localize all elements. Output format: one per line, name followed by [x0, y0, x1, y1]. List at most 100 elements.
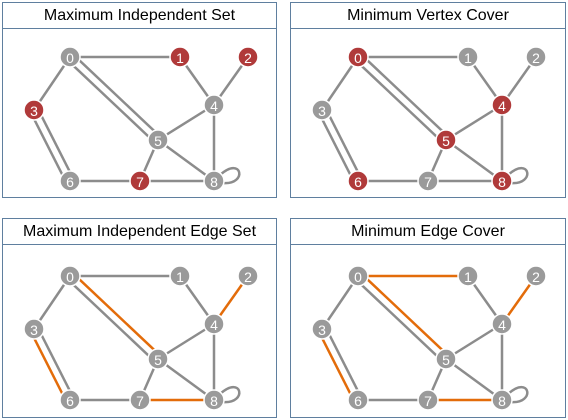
- node-4: 4: [491, 94, 513, 116]
- node-circle: [203, 313, 225, 335]
- node-1: 1: [457, 46, 479, 68]
- node-7: 7: [129, 389, 151, 411]
- node-circle: [491, 313, 513, 335]
- edge-3-6a: [324, 326, 363, 399]
- node-circle: [23, 318, 45, 340]
- node-label: 4: [498, 317, 506, 333]
- node-circle: [59, 265, 81, 287]
- edge-3-6a: [324, 107, 363, 180]
- node-6: 6: [59, 389, 81, 411]
- edge-4-5: [445, 322, 503, 361]
- node-circle: [347, 46, 369, 68]
- node-label: 3: [30, 103, 38, 119]
- node-label: 6: [66, 174, 74, 190]
- node-7: 7: [129, 170, 151, 192]
- edge-0-5b: [354, 278, 445, 363]
- edge-8-8: [507, 386, 529, 404]
- node-label: 4: [210, 98, 218, 114]
- edge-4-5: [157, 103, 215, 142]
- node-label: 6: [354, 174, 362, 190]
- node-label: 6: [66, 393, 74, 409]
- panel-title: Maximum Independent Edge Set: [3, 219, 276, 245]
- node-label: 2: [244, 269, 252, 285]
- edge-0-5a: [359, 53, 450, 138]
- node-label: 0: [66, 269, 74, 285]
- edge-8-8: [507, 167, 529, 185]
- node-2: 2: [525, 265, 547, 287]
- panel-title: Minimum Edge Cover: [291, 219, 565, 245]
- node-3: 3: [311, 318, 333, 340]
- edge-4-5: [157, 322, 215, 361]
- node-circle: [347, 170, 369, 192]
- node-circle: [203, 170, 225, 192]
- node-circle: [347, 389, 369, 411]
- node-circle: [311, 99, 333, 121]
- node-8: 8: [203, 170, 225, 192]
- graph: 0 1 2 3 4 5 6 7 8: [23, 265, 259, 411]
- node-4: 4: [203, 313, 225, 335]
- edge-0-5b: [66, 59, 157, 144]
- node-label: 0: [354, 50, 362, 66]
- node-8: 8: [491, 170, 513, 192]
- node-label: 1: [464, 50, 472, 66]
- node-label: 3: [318, 103, 326, 119]
- node-label: 8: [210, 174, 218, 190]
- node-circle: [435, 129, 457, 151]
- node-label: 8: [210, 393, 218, 409]
- node-label: 5: [154, 133, 162, 149]
- node-label: 3: [30, 322, 38, 338]
- node-circle: [147, 348, 169, 370]
- node-label: 1: [464, 269, 472, 285]
- panel-maximum-independent-set: Maximum Independent Set 0 1 2 3 4 5 6 7 8: [2, 2, 277, 198]
- node-circle: [491, 389, 513, 411]
- node-circle: [491, 170, 513, 192]
- node-0: 0: [59, 265, 81, 287]
- node-7: 7: [417, 389, 439, 411]
- node-circle: [417, 170, 439, 192]
- edge-0-5a: [71, 53, 162, 138]
- node-circle: [59, 389, 81, 411]
- node-label: 7: [136, 174, 144, 190]
- node-label: 7: [424, 393, 432, 409]
- node-5: 5: [435, 348, 457, 370]
- node-circle: [169, 265, 191, 287]
- edge-3-6b: [29, 111, 68, 184]
- node-1: 1: [169, 46, 191, 68]
- node-6: 6: [59, 170, 81, 192]
- node-label: 3: [318, 322, 326, 338]
- node-circle: [129, 170, 151, 192]
- node-label: 0: [66, 50, 74, 66]
- edge-3-6b: [29, 330, 68, 403]
- edge-8-8: [219, 386, 241, 404]
- node-circle: [457, 265, 479, 287]
- node-3: 3: [23, 99, 45, 121]
- node-0: 0: [59, 46, 81, 68]
- node-label: 2: [532, 269, 540, 285]
- node-5: 5: [147, 348, 169, 370]
- node-circle: [525, 265, 547, 287]
- edge-8-8: [219, 167, 241, 185]
- node-label: 5: [442, 133, 450, 149]
- node-label: 4: [210, 317, 218, 333]
- node-7: 7: [417, 170, 439, 192]
- panel-title: Minimum Vertex Cover: [291, 3, 565, 29]
- node-2: 2: [237, 46, 259, 68]
- node-circle: [237, 46, 259, 68]
- node-circle: [169, 46, 191, 68]
- node-label: 2: [244, 50, 252, 66]
- node-circle: [435, 348, 457, 370]
- node-label: 8: [498, 174, 506, 190]
- edge-5-8: [445, 357, 503, 402]
- edge-5-8: [445, 138, 503, 183]
- node-1: 1: [169, 265, 191, 287]
- edge-4-5: [445, 103, 503, 142]
- edge-5-8: [157, 357, 215, 402]
- node-1: 1: [457, 265, 479, 287]
- node-4: 4: [203, 94, 225, 116]
- node-0: 0: [347, 46, 369, 68]
- node-circle: [203, 94, 225, 116]
- panel-title: Maximum Independent Set: [3, 3, 276, 29]
- node-circle: [491, 94, 513, 116]
